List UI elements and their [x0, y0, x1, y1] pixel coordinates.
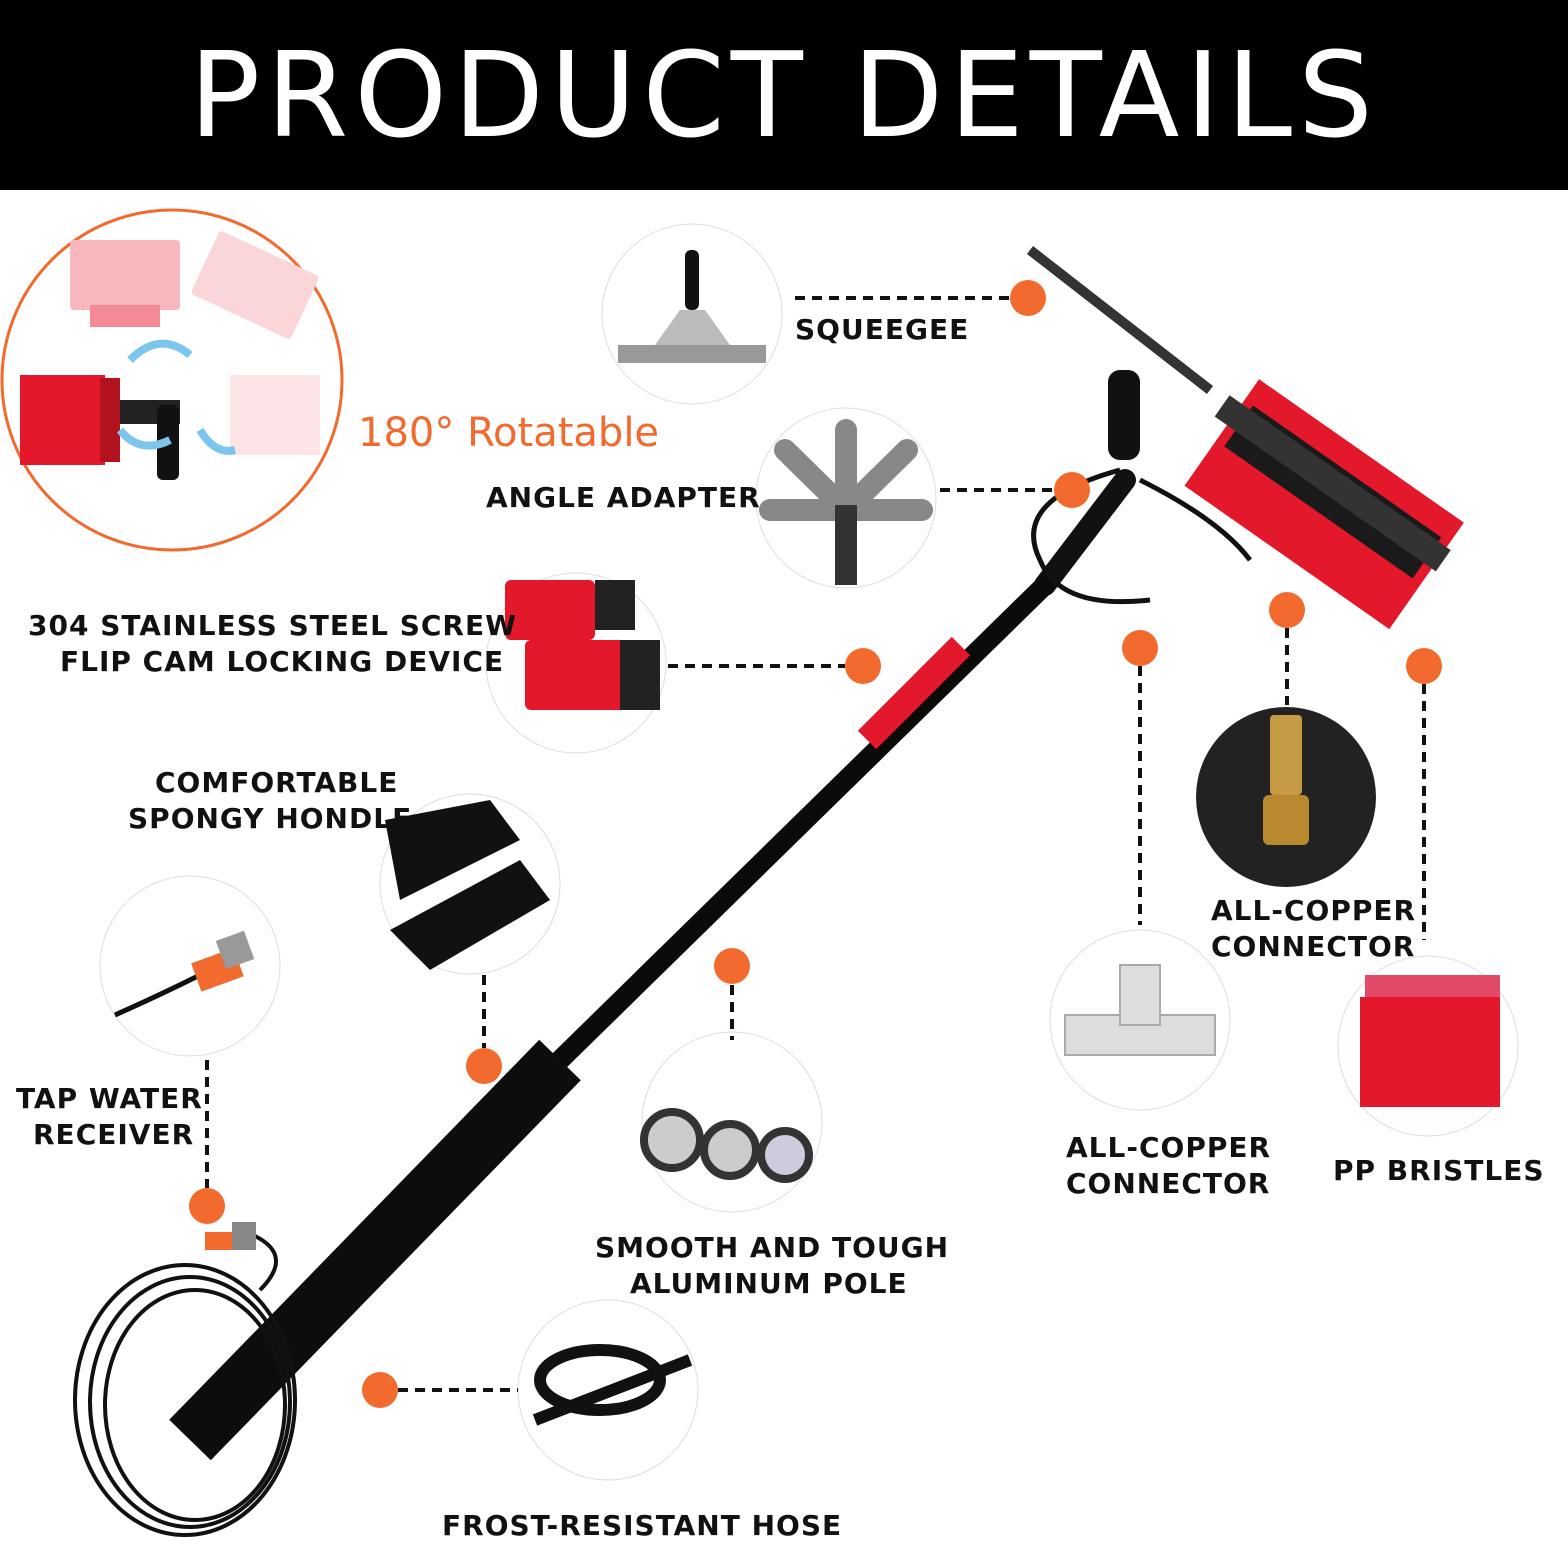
rotation-inset [0, 208, 344, 552]
main-pole [169, 469, 1136, 1461]
tap-label-line1: TAP WATER [16, 1082, 203, 1115]
tap-receiver-detail [99, 875, 281, 1057]
copper-right-label-line2: CONNECTOR [1211, 930, 1416, 963]
rotation-label: 180° Rotatable [358, 410, 660, 456]
locking-label-line1: 304 STAINLESS STEEL SCREW [28, 609, 517, 642]
tee-connector-detail [1049, 929, 1231, 1111]
pole-label-line2: ALUMINUM POLE [630, 1267, 908, 1300]
bristles-detail [1337, 955, 1519, 1137]
locking-label-line2: FLIP CAM LOCKING DEVICE [60, 645, 505, 678]
hose-detail [517, 1299, 699, 1481]
callouts [189, 280, 1442, 1408]
squeegee-label: SQUEEGEE [795, 313, 970, 346]
squeegee-detail [601, 223, 783, 405]
copper-left-label-line2: CONNECTOR [1066, 1167, 1271, 1200]
aluminum-pole-detail [640, 1031, 823, 1213]
brush-head [1026, 246, 1464, 630]
header-banner: PRODUCT DETAILS [0, 0, 1568, 190]
hose-label: FROST-RESISTANT HOSE [442, 1509, 843, 1542]
angle-adapter-detail [755, 407, 937, 589]
handle-detail [379, 793, 561, 975]
copper-left-label-line1: ALL-COPPER [1066, 1131, 1272, 1164]
locking-device-detail [485, 572, 667, 754]
angle-adapter-label: ANGLE ADAPTER [486, 481, 761, 514]
copper-connector-detail [1196, 707, 1376, 887]
pole-label-line1: SMOOTH AND TOUGH [595, 1231, 950, 1264]
bristles-label: PP BRISTLES [1333, 1154, 1545, 1187]
page-title: PRODUCT DETAILS [189, 26, 1379, 164]
handle-label-line1: COMFORTABLE [155, 766, 399, 799]
copper-right-label-line1: ALL-COPPER [1211, 894, 1417, 927]
coiled-hose [73, 1222, 297, 1537]
tap-label-line2: RECEIVER [33, 1118, 195, 1151]
handle-label-line2: SPONGY HONDLE [128, 802, 413, 835]
